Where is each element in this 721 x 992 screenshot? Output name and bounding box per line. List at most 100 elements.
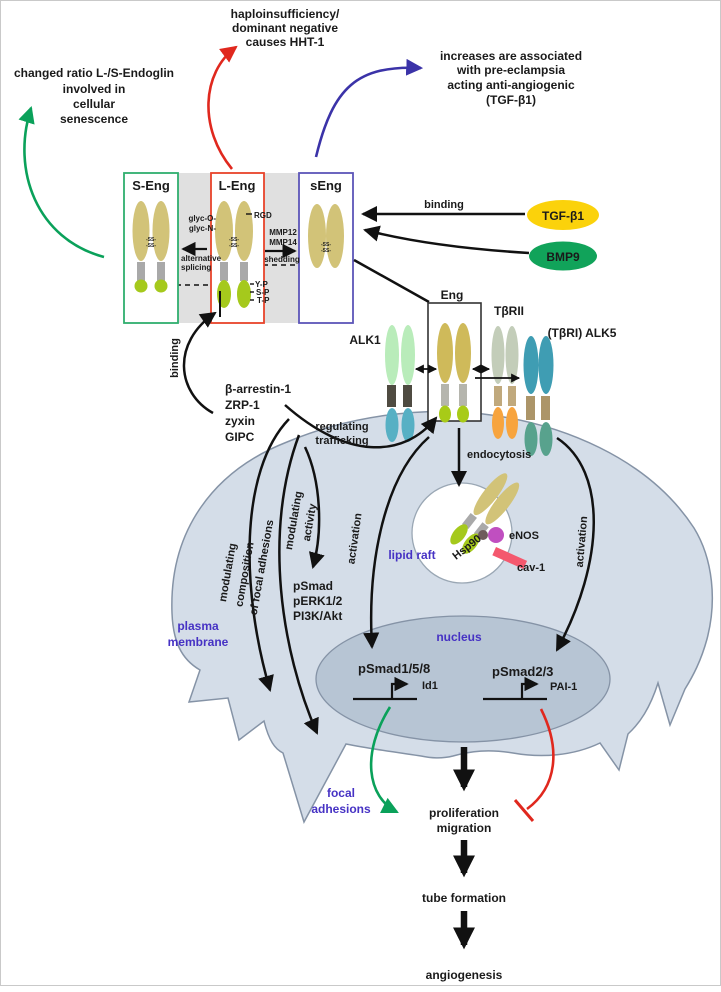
l-eng-tm-left xyxy=(220,262,228,281)
endocytosis-label: endocytosis xyxy=(467,449,531,461)
plasma-membrane-label-2: membrane xyxy=(168,635,229,649)
binding-label: binding xyxy=(424,199,464,211)
tp-label: T-P xyxy=(257,296,270,305)
preeclampsia-note-2: with pre-eclampsia xyxy=(456,63,565,77)
focal-adhesions-label-1: focal xyxy=(327,786,355,800)
id1-label: Id1 xyxy=(422,680,438,692)
s-eng-tm-right xyxy=(157,262,165,281)
interactor-binding-arrow xyxy=(182,311,217,415)
l-eng-ecto-right xyxy=(235,201,253,261)
intracellular-signaling: modulating composition of focal adhesion… xyxy=(168,418,595,735)
l-eng-ecto-left xyxy=(215,201,233,261)
pai1-promoter-arrow xyxy=(520,676,539,699)
tbrii-receptor xyxy=(491,326,519,439)
activation-right-arrow xyxy=(555,436,595,652)
angiogenesis-label: angiogenesis xyxy=(426,968,503,982)
seng-ecto-right xyxy=(326,204,344,268)
ligands: binding TGF-β1 BMP9 xyxy=(353,199,599,304)
tube-formation-label: tube formation xyxy=(422,891,506,905)
senescence-note-3: cellular xyxy=(73,97,115,111)
senescence-note-2: involved in xyxy=(63,82,126,96)
tgfb1-label: TGF-β1 xyxy=(542,209,584,223)
glyc-o-label: glyc-O- xyxy=(188,214,216,223)
isoform-panel: S-Eng -SS- -SS- L-Eng -SS- -SS- glyc-O- … xyxy=(123,172,354,324)
effector-psmad: pSmad xyxy=(293,579,333,593)
interactor-zrp1: ZRP-1 xyxy=(225,398,260,412)
s-eng-ss-bond: -SS- xyxy=(146,237,156,243)
lipid-raft-label: lipid raft xyxy=(388,548,435,562)
s-eng-cyto-left xyxy=(134,279,148,293)
l-eng-cyto-right xyxy=(237,280,251,308)
id1-promoter-arrow xyxy=(390,676,409,699)
alk1-receptor xyxy=(385,325,415,442)
yp-label: Y-P xyxy=(255,280,269,289)
regulating-trafficking-arrow xyxy=(284,404,438,449)
focal-adhesions-label-2: adhesions xyxy=(311,802,371,816)
alk5-label: (TβRI) ALK5 xyxy=(548,326,617,340)
enos-dot xyxy=(488,527,504,543)
cav1-bar xyxy=(492,547,528,570)
seng-ecto-left xyxy=(308,204,326,268)
bmp9-binding-arrow xyxy=(363,225,530,255)
seng-box: sEng -SS- -SS- xyxy=(298,172,354,324)
hsp90-dot xyxy=(478,530,488,540)
top-annotations: changed ratio L-/S-Endoglin involved in … xyxy=(14,7,582,259)
l-eng-ss-bond: -SS- xyxy=(229,237,239,243)
preeclampsia-note-4: (TGF-β1) xyxy=(486,93,536,107)
nucleus-shape xyxy=(315,615,611,743)
receptor-complex: Eng ALK1 TβRII (TβRI) ALK5 xyxy=(349,288,617,456)
s-eng-title: S-Eng xyxy=(132,178,170,193)
s-eng-ss-bond: -SS- xyxy=(146,243,156,249)
eng-receptor-box xyxy=(427,302,482,422)
l-eng-tm-right xyxy=(240,262,248,281)
outcome-cascade: focal adhesions proliferation migration … xyxy=(311,706,555,982)
preeclampsia-arrow xyxy=(314,58,424,158)
focal-adhesion-arrow-2 xyxy=(278,434,319,735)
senescence-note-4: senescence xyxy=(60,112,128,126)
sp-label: S-P xyxy=(256,288,270,297)
interactor-arrestin: β-arrestin-1 xyxy=(225,382,291,396)
eng-receptor xyxy=(437,323,471,423)
senescence-arrow xyxy=(18,105,105,259)
raft-endoglin-dimer xyxy=(450,473,520,554)
hht-arrow xyxy=(207,45,238,170)
interactor-gipc: GIPC xyxy=(225,430,255,444)
proliferation-label: proliferation xyxy=(429,806,499,820)
nucleus-label: nucleus xyxy=(436,630,482,644)
activation-left-arrow xyxy=(363,436,430,650)
binding-vertical-label: binding xyxy=(169,338,181,378)
glyc-n-label: glyc-N- xyxy=(189,224,216,233)
hht-note-1: haploinsufficiency/ xyxy=(231,7,340,21)
pai1-label: PAI-1 xyxy=(550,681,577,693)
migration-label: migration xyxy=(437,821,492,835)
seng-ss-bond: -SS- xyxy=(321,248,331,254)
shedding-label: shedding xyxy=(264,255,300,264)
regulating-label-2: trafficking xyxy=(315,435,368,447)
mmp12-label: MMP12 xyxy=(269,228,297,237)
plasma-membrane-label-1: plasma xyxy=(177,619,219,633)
l-eng-box: L-Eng -SS- -SS- glyc-O- glyc-N- RGD Y-P … xyxy=(188,172,272,324)
psmad23-label: pSmad2/3 xyxy=(492,664,553,679)
rgd-label: RGD xyxy=(254,211,272,220)
s-eng-cyto-right xyxy=(154,279,168,293)
tgfb1-ligand xyxy=(527,200,599,230)
regulating-label-1: regulating xyxy=(315,421,368,433)
seng-title: sEng xyxy=(310,178,342,193)
senescence-note-1: changed ratio L-/S-Endoglin xyxy=(14,66,174,80)
psmad158-label: pSmad1/5/8 xyxy=(358,661,430,676)
bmp9-ligand xyxy=(529,241,597,271)
effector-pi3k: PI3K/Akt xyxy=(293,609,342,623)
id1-stimulation-arrow xyxy=(369,706,399,814)
seng-to-eng-line xyxy=(353,258,430,304)
s-eng-box: S-Eng -SS- -SS- xyxy=(123,172,179,324)
pai1-inhibition-curve xyxy=(526,708,555,811)
nucleus-content: nucleus pSmad1/5/8 Id1 pSmad2/3 PAI-1 xyxy=(353,630,577,701)
seng-border xyxy=(298,172,354,324)
alt-splicing-label-2: splicing xyxy=(181,263,211,272)
s-eng-border xyxy=(123,172,179,324)
eng-label: Eng xyxy=(441,288,464,302)
cytoplasmic-interactors: binding β-arrestin-1 ZRP-1 zyxin GIPC re… xyxy=(169,311,438,449)
activation-right-label: activation xyxy=(574,515,590,567)
enos-label: eNOS xyxy=(509,530,539,542)
